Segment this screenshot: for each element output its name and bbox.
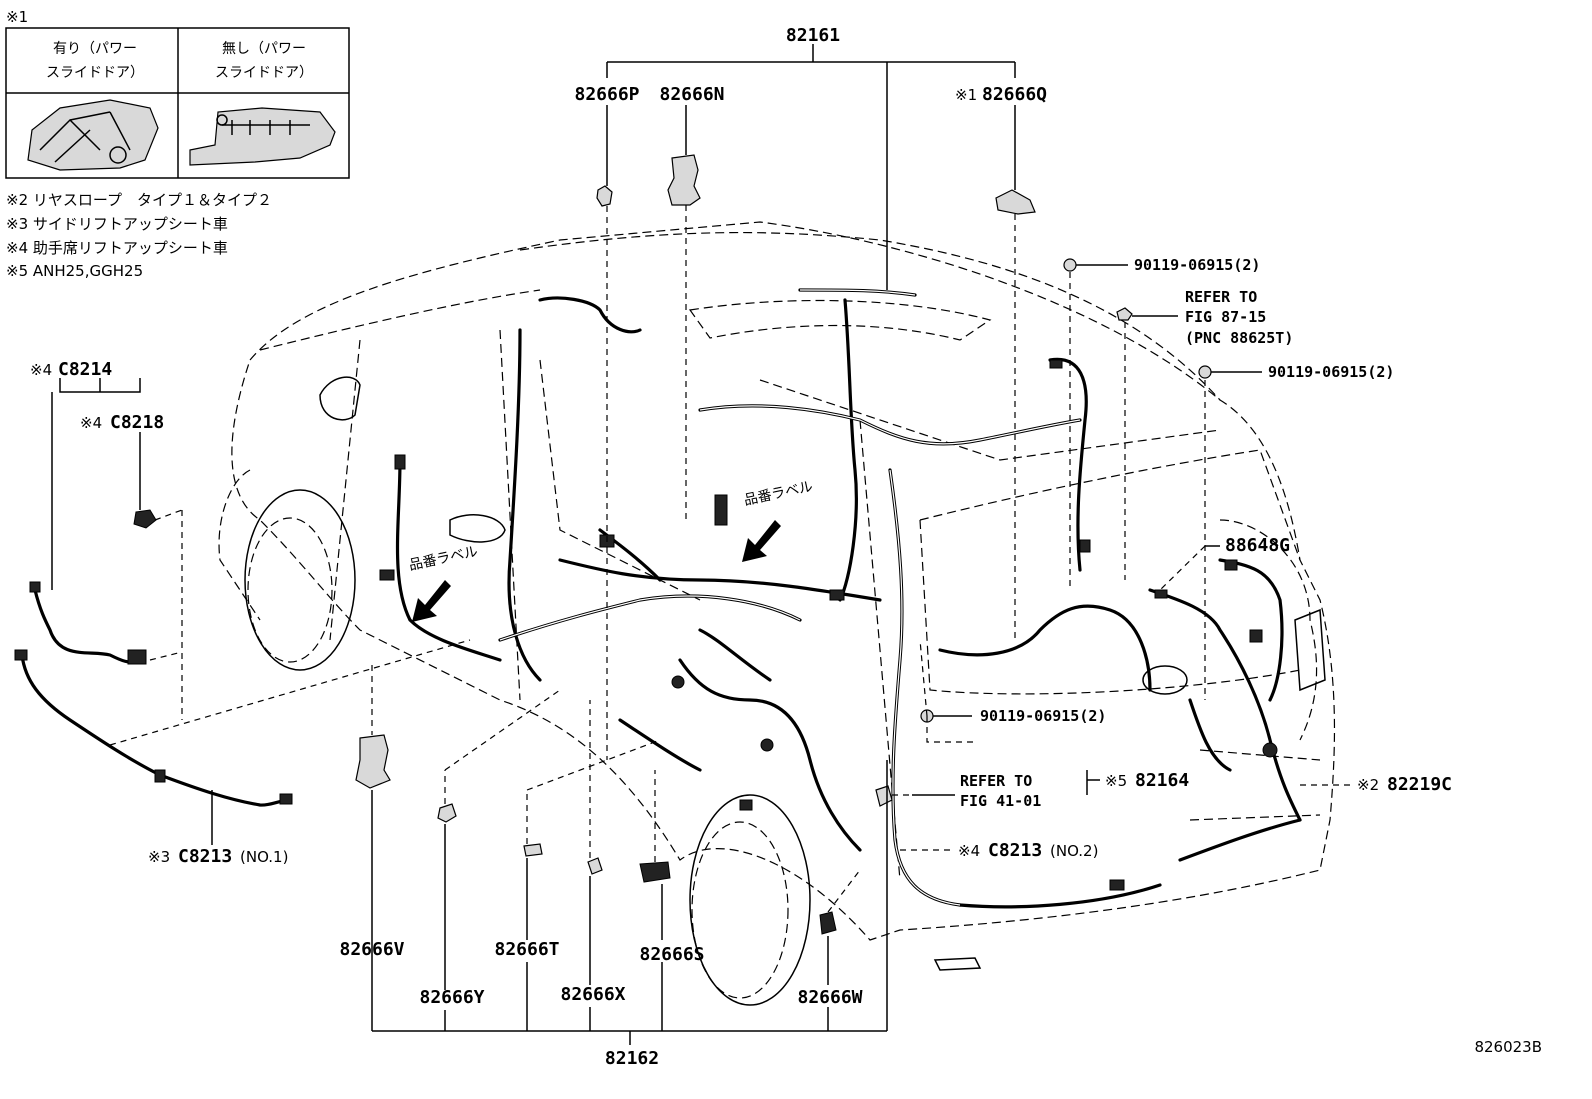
- label-82666T: 82666T: [494, 939, 559, 960]
- label-c8213-no1: C8213: [178, 846, 232, 867]
- clamp-82666X: [587, 857, 603, 875]
- clamp-82666V: [355, 734, 391, 789]
- legend-part-with-power-door: [27, 99, 159, 171]
- label-90119-c: 90119-06915(2): [980, 707, 1106, 725]
- legend-without-power-door-line2: スライドドア）: [215, 65, 313, 81]
- legend-with-power-door-line2: スライドドア）: [46, 65, 144, 81]
- legend-without-power-door-line1: 無し（パワー: [222, 41, 306, 57]
- sub-harness-c8214: [29, 581, 147, 665]
- label-c8214: C8214: [58, 359, 112, 380]
- label-82666S: 82666S: [639, 944, 704, 965]
- clamp-82666Y: [437, 803, 457, 823]
- clamp-82666W: [819, 911, 837, 935]
- note-4: ※4 助手席リフトアップシート車: [6, 239, 228, 257]
- clamp-82666S: [639, 861, 671, 883]
- label-82164: 82164: [1135, 770, 1189, 791]
- vehicle-body: [218, 221, 1336, 1006]
- figure-number: 826023B: [1474, 1038, 1542, 1056]
- label-82666Q: 82666Q: [982, 84, 1047, 105]
- top-clamps: [596, 154, 1221, 723]
- label-90119-b: 90119-06915(2): [1268, 363, 1394, 381]
- label-refer-to-2: REFER TO: [960, 772, 1032, 790]
- leader-lines: [51, 44, 1350, 1045]
- label-82219C-mark: ※2: [1357, 776, 1379, 794]
- legend: ※1 有り（パワー スライドドア） 無し（パワー スライドドア） ※2 リヤスロ…: [5, 8, 350, 280]
- clamp-82164: [875, 785, 893, 807]
- label-82666W: 82666W: [797, 987, 862, 1008]
- clamp-82666T: [523, 843, 543, 857]
- clamp-82666P: [596, 185, 613, 207]
- note-3: ※3 サイドリフトアップシート車: [6, 215, 228, 233]
- label-fig-41-01: FIG 41-01: [960, 792, 1041, 810]
- label-c8213-no2: C8213: [988, 840, 1042, 861]
- label-82161: 82161: [786, 25, 840, 46]
- label-90119-a: 90119-06915(2): [1134, 256, 1260, 274]
- part-number-label-text-2: 品番ラベル: [408, 544, 480, 574]
- label-82666X: 82666X: [560, 984, 625, 1005]
- label-88648G: 88648G: [1225, 535, 1290, 556]
- label-82162: 82162: [605, 1048, 659, 1069]
- part-number-label-text-1: 品番ラベル: [743, 479, 815, 509]
- label-82164-mark: ※5: [1105, 772, 1127, 790]
- sub-harness-c8213-no1: [14, 649, 293, 807]
- label-82666N: 82666N: [659, 84, 724, 105]
- label-82666Y: 82666Y: [419, 987, 484, 1008]
- label-c8213-no2-mark: ※4: [958, 842, 980, 860]
- label-c8213-no1-mark: ※3: [148, 848, 170, 866]
- label-pnc-88625T: (PNC 88625T): [1185, 329, 1293, 347]
- label-c8218-mark: ※4: [80, 414, 102, 432]
- bolt-90119-c: [920, 709, 943, 723]
- clip-refer-87-15: [1116, 307, 1133, 321]
- label-c8214-mark: ※4: [30, 361, 52, 379]
- clamp-82666N: [667, 154, 701, 206]
- label-82666P: 82666P: [574, 84, 639, 105]
- label-refer-to-1: REFER TO: [1185, 288, 1257, 306]
- clamp-82666Q: [995, 189, 1036, 215]
- label-c8213-no2-suffix: (NO.2): [1050, 842, 1098, 860]
- label-82219C: 82219C: [1387, 774, 1452, 795]
- label-82666V: 82666V: [339, 939, 404, 960]
- label-c8218: C8218: [110, 412, 164, 433]
- bolt-90119-b: [1198, 365, 1221, 379]
- label-82666Q-mark: ※1: [955, 86, 977, 104]
- legend-part-without-power-door: [189, 107, 336, 166]
- legend-with-power-door-line1: 有り（パワー: [53, 41, 137, 57]
- sub-harness-c8218: [133, 509, 157, 529]
- note-2: ※2 リヤスロープ タイプ１＆タイプ２: [6, 191, 272, 209]
- note-5: ※5 ANH25,GGH25: [6, 262, 143, 280]
- part-labels: 82161 82666P 82666N ※1 82666Q 90119-0691…: [30, 25, 1542, 1069]
- label-c8213-no1-suffix: (NO.1): [240, 848, 288, 866]
- part-label-arrows: 品番ラベル 品番ラベル: [408, 479, 815, 622]
- bolt-90119-a: [1063, 258, 1086, 272]
- wire-harness: [379, 288, 1302, 909]
- bottom-clamps: [355, 734, 893, 935]
- legend-mark: ※1: [6, 8, 28, 26]
- label-fig-87-15: FIG 87-15: [1185, 308, 1266, 326]
